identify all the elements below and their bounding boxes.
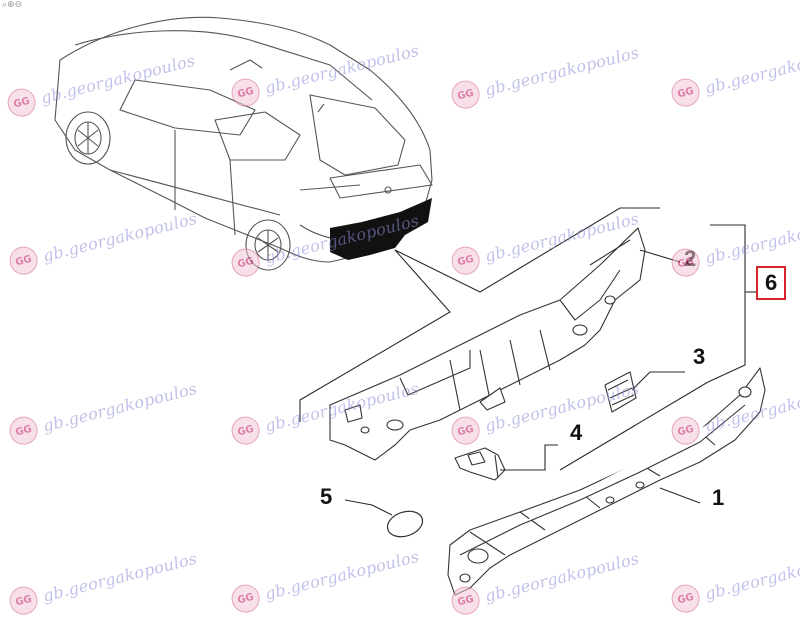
part-2-rear-panel [329, 227, 646, 461]
callout-3: 3 [693, 344, 706, 369]
highlighted-rear-panel [330, 198, 432, 260]
callout-leaders [344, 224, 758, 516]
callout-5: 5 [320, 484, 333, 509]
callout-1: 1 [712, 485, 725, 510]
part-4-bracket [454, 447, 506, 481]
zoom-controls[interactable]: ⌕⊕⊖ [2, 0, 23, 10]
callout-4: 4 [570, 420, 583, 445]
callout-2: 2 [684, 246, 697, 271]
part-3-bracket [604, 371, 637, 413]
part-5-plug [386, 510, 424, 538]
callout-6-assembly: 6 [756, 266, 787, 300]
zoom-leader-lines [299, 207, 660, 422]
